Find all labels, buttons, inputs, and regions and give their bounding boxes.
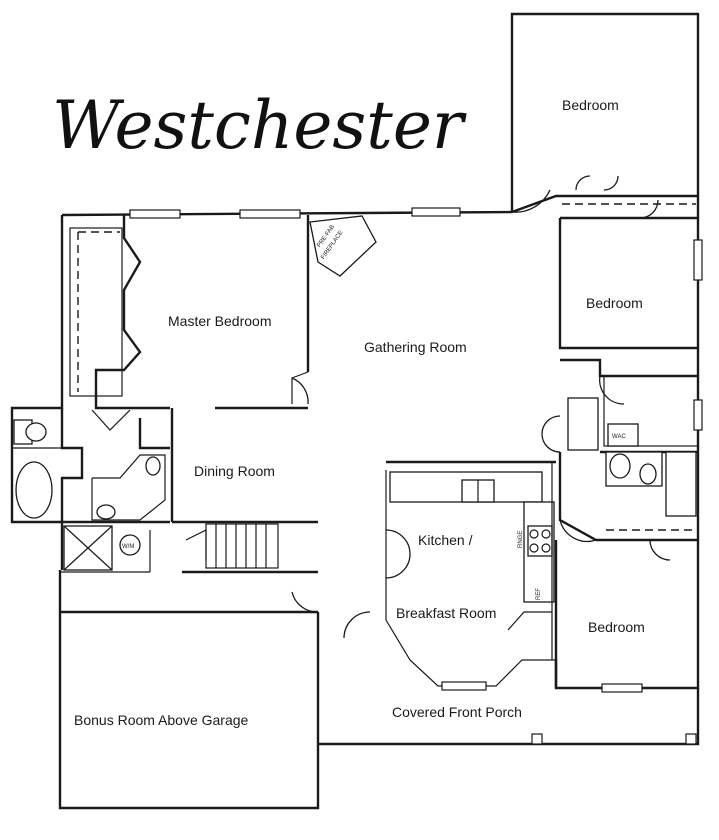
label-bonus-room: Bonus Room Above Garage [74,712,249,728]
windows [129,207,703,745]
label-gathering-room: Gathering Room [364,339,467,355]
tag-washer-dryer: W/M [122,544,134,550]
plumbing-fixtures [13,419,657,556]
label-bedroom-bottom: Bedroom [588,619,645,635]
stair-treads [215,524,267,568]
plan-title: Westchester [52,87,467,164]
label-breakfast-room: Breakfast Room [396,605,496,621]
label-master-bedroom: Master Bedroom [168,313,271,329]
room-labels: Bedroom Bedroom Bedroom Master Bedroom G… [74,97,645,728]
label-covered-front-porch: Covered Front Porch [392,704,522,720]
interior-walls: PRE-FAB FIREPLACE [12,194,699,688]
label-bedroom-top: Bedroom [562,97,619,113]
tag-refrigerator: REF [536,588,542,600]
door-swings [291,175,671,639]
label-dining-room: Dining Room [194,463,275,479]
tag-wac: WAC [612,434,626,440]
label-bedroom-middle: Bedroom [586,295,643,311]
tag-range: RNGE [518,531,524,548]
label-kitchen: Kitchen / [418,532,473,548]
appliance-tags: W/M WAC RNGE REF [122,434,626,600]
